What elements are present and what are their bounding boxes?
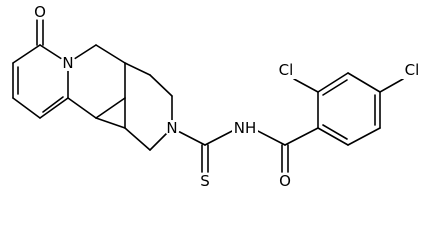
svg-text:N: N [62, 54, 73, 72]
svg-text:O: O [279, 172, 291, 190]
thio-sulfur-atom: S [197, 172, 213, 190]
svg-text:NH: NH [234, 119, 257, 137]
chlorine-bonds [293, 78, 404, 93]
dichlorophenyl-ring [317, 72, 381, 146]
atom-labels: O N N S NH O Cl Cl [32, 3, 424, 190]
piperidine-nitrogen-atom: N [164, 119, 180, 137]
ketone-oxygen-atom: O [32, 3, 48, 21]
chemical-structure: O N N S NH O Cl Cl [12, 3, 424, 190]
thioamide-linkage [171, 127, 239, 173]
svg-text:Cl: Cl [405, 61, 420, 79]
amide-oxygen-atom: O [277, 172, 293, 190]
chlorine-para-atom: Cl [400, 61, 424, 79]
chlorine-ortho-atom: Cl [274, 61, 298, 79]
svg-text:S: S [200, 172, 210, 190]
svg-text:O: O [34, 3, 46, 21]
svg-text:N: N [166, 119, 177, 137]
ring-nitrogen-atom: N [60, 54, 76, 72]
svg-text:Cl: Cl [279, 61, 294, 79]
pyridone-ring [12, 44, 69, 119]
amide-carbonyl [251, 127, 319, 173]
bicyclic-framework [67, 44, 173, 151]
amide-nitrogen-atom: NH [232, 119, 258, 137]
pyridone-carbonyl [36, 19, 44, 46]
